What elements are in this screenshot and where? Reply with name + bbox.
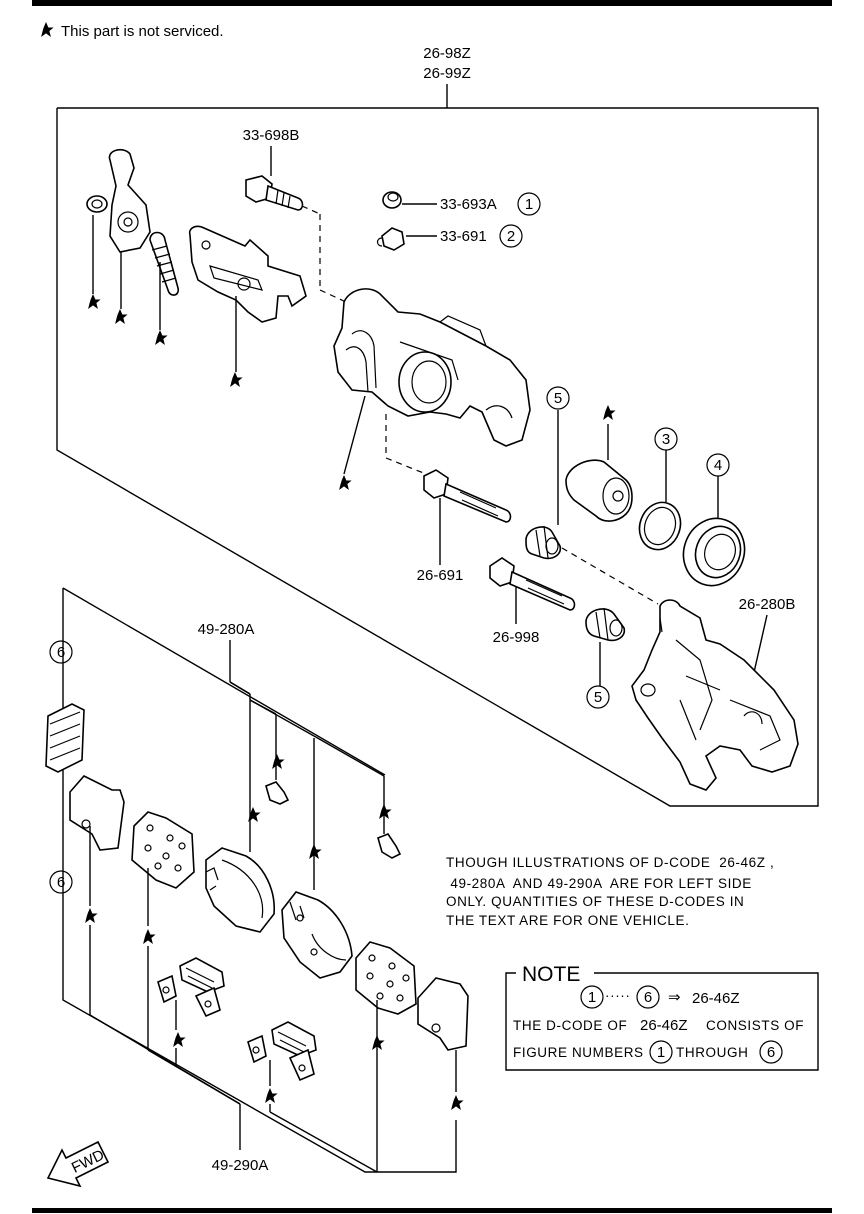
note-range-code: 26-46Z (692, 990, 740, 1007)
boot-part-2 (585, 607, 626, 642)
callout-3-number: 3 (662, 431, 670, 448)
note-circle-6-number: 6 (644, 989, 652, 1006)
note-line2-prefix: THE D-CODE OF (513, 1018, 627, 1033)
callout-6-lower-number: 6 (57, 874, 65, 891)
pad-clip-set-part-2 (247, 1021, 317, 1082)
piston-part (565, 459, 633, 522)
star-icon (140, 929, 156, 944)
star-icon (82, 908, 98, 923)
callout-5-lower-number: 5 (594, 689, 602, 706)
info-line-2: 49-280A AND 49-290A ARE FOR LEFT SIDE (446, 876, 752, 891)
note-line3-circle-1 (649, 1040, 673, 1064)
star-icon (269, 754, 285, 769)
plate-part (188, 225, 307, 323)
note-line3-circle-6-number: 6 (767, 1044, 775, 1061)
bolt-part (245, 175, 304, 211)
note-title: NOTE (522, 963, 580, 986)
star-icon (336, 475, 352, 490)
cap-part (382, 191, 402, 209)
callout-1 (517, 192, 541, 216)
guide-pin-part-2 (489, 557, 576, 611)
note-circle-1 (580, 985, 604, 1009)
pad-set-label-1: 49-280A (198, 621, 255, 638)
callout-5-upper (546, 386, 570, 410)
callout-1-number: 1 (525, 196, 533, 213)
note-range-dots: ····· (605, 988, 630, 1003)
fwd-arrow-icon (46, 1140, 110, 1188)
legend-text: This part is not serviced. (61, 23, 224, 40)
shim-plate-part-right (355, 941, 417, 1015)
guide-pin-label-1: 26-691 (417, 567, 464, 584)
nut-part (86, 195, 108, 213)
piston-seal-part (638, 501, 682, 551)
star-icon (152, 330, 168, 345)
top-rule (32, 0, 832, 6)
callout-3 (654, 427, 678, 451)
callout-4-number: 4 (714, 457, 722, 474)
note-line2-suffix: CONSISTS OF (706, 1018, 804, 1033)
star-icon (245, 807, 261, 822)
info-line-3: ONLY. QUANTITIES OF THESE D-CODES IN (446, 894, 744, 909)
pad-set-outline (62, 588, 457, 1173)
assy-label-1: 26-98Z (423, 45, 471, 62)
star-icon (448, 1095, 464, 1110)
note-line3-circle-6 (759, 1040, 783, 1064)
spring-part (149, 231, 180, 296)
cap-label: 33-693A (440, 196, 497, 213)
star-icon (170, 1032, 186, 1047)
note-circle-1-number: 1 (588, 989, 596, 1006)
outer-shim-part-right (417, 977, 469, 1051)
bolt-label: 33-698B (243, 127, 300, 144)
callout-2-number: 2 (507, 228, 515, 245)
star-icon (112, 309, 128, 324)
bottom-rule (32, 1208, 832, 1213)
callout-5-upper-number: 5 (554, 390, 562, 407)
caliper-body-part (333, 288, 531, 447)
caliper-bracket-part (631, 599, 799, 791)
callout-6-upper-number: 6 (57, 644, 65, 661)
small-clip-part-2 (377, 833, 402, 859)
callout-6-upper (49, 640, 73, 664)
guide-pin-part-1 (423, 469, 512, 523)
note-circle-6 (636, 985, 660, 1009)
note-box: NOTE 1 ····· 6 ⇒ 26-46Z THE D-CODE OF 26… (505, 963, 819, 1071)
caliper-assembly-outline (56, 107, 819, 807)
star-icon (600, 405, 616, 420)
note-line2-code: 26-46Z (640, 1017, 688, 1034)
bleeder-part (376, 227, 405, 251)
callout-6-lower (49, 870, 73, 894)
pad-clip-set-part-1 (157, 957, 225, 1018)
pad-set-label-2: 49-290A (212, 1157, 269, 1174)
star-icon (262, 1088, 278, 1103)
bracket-label: 26-280B (739, 596, 796, 613)
note-line3-circle-1-number: 1 (657, 1044, 665, 1061)
brake-pad-part-2 (281, 891, 353, 979)
note-line3-prefix: FIGURE NUMBERS (513, 1045, 644, 1060)
info-line-1: THOUGH ILLUSTRATIONS OF D-CODE 26-46Z , (446, 855, 774, 870)
brake-pad-part-1 (205, 847, 275, 933)
callout-4 (706, 453, 730, 477)
callout-5-lower (586, 685, 610, 709)
info-line-4: THE TEXT ARE FOR ONE VEHICLE. (446, 913, 689, 928)
lever-part (108, 148, 151, 253)
star-icon (85, 294, 101, 309)
callout-2 (499, 224, 523, 248)
legend-star-icon (38, 22, 54, 37)
small-clip-part-1 (265, 781, 290, 805)
note-line3-mid: THROUGH (676, 1045, 748, 1060)
shim-plate-part-left (131, 811, 195, 889)
guide-pin-label-2: 26-998 (493, 629, 540, 646)
star-icon (227, 372, 243, 387)
boot-part-1 (525, 525, 562, 560)
bleeder-label: 33-691 (440, 228, 487, 245)
note-arrow: ⇒ (668, 989, 681, 1006)
dust-boot-part (682, 517, 746, 587)
assy-label-2: 26-99Z (423, 65, 471, 82)
outer-shim-part-left (69, 775, 125, 851)
wear-clip-part (45, 703, 85, 773)
